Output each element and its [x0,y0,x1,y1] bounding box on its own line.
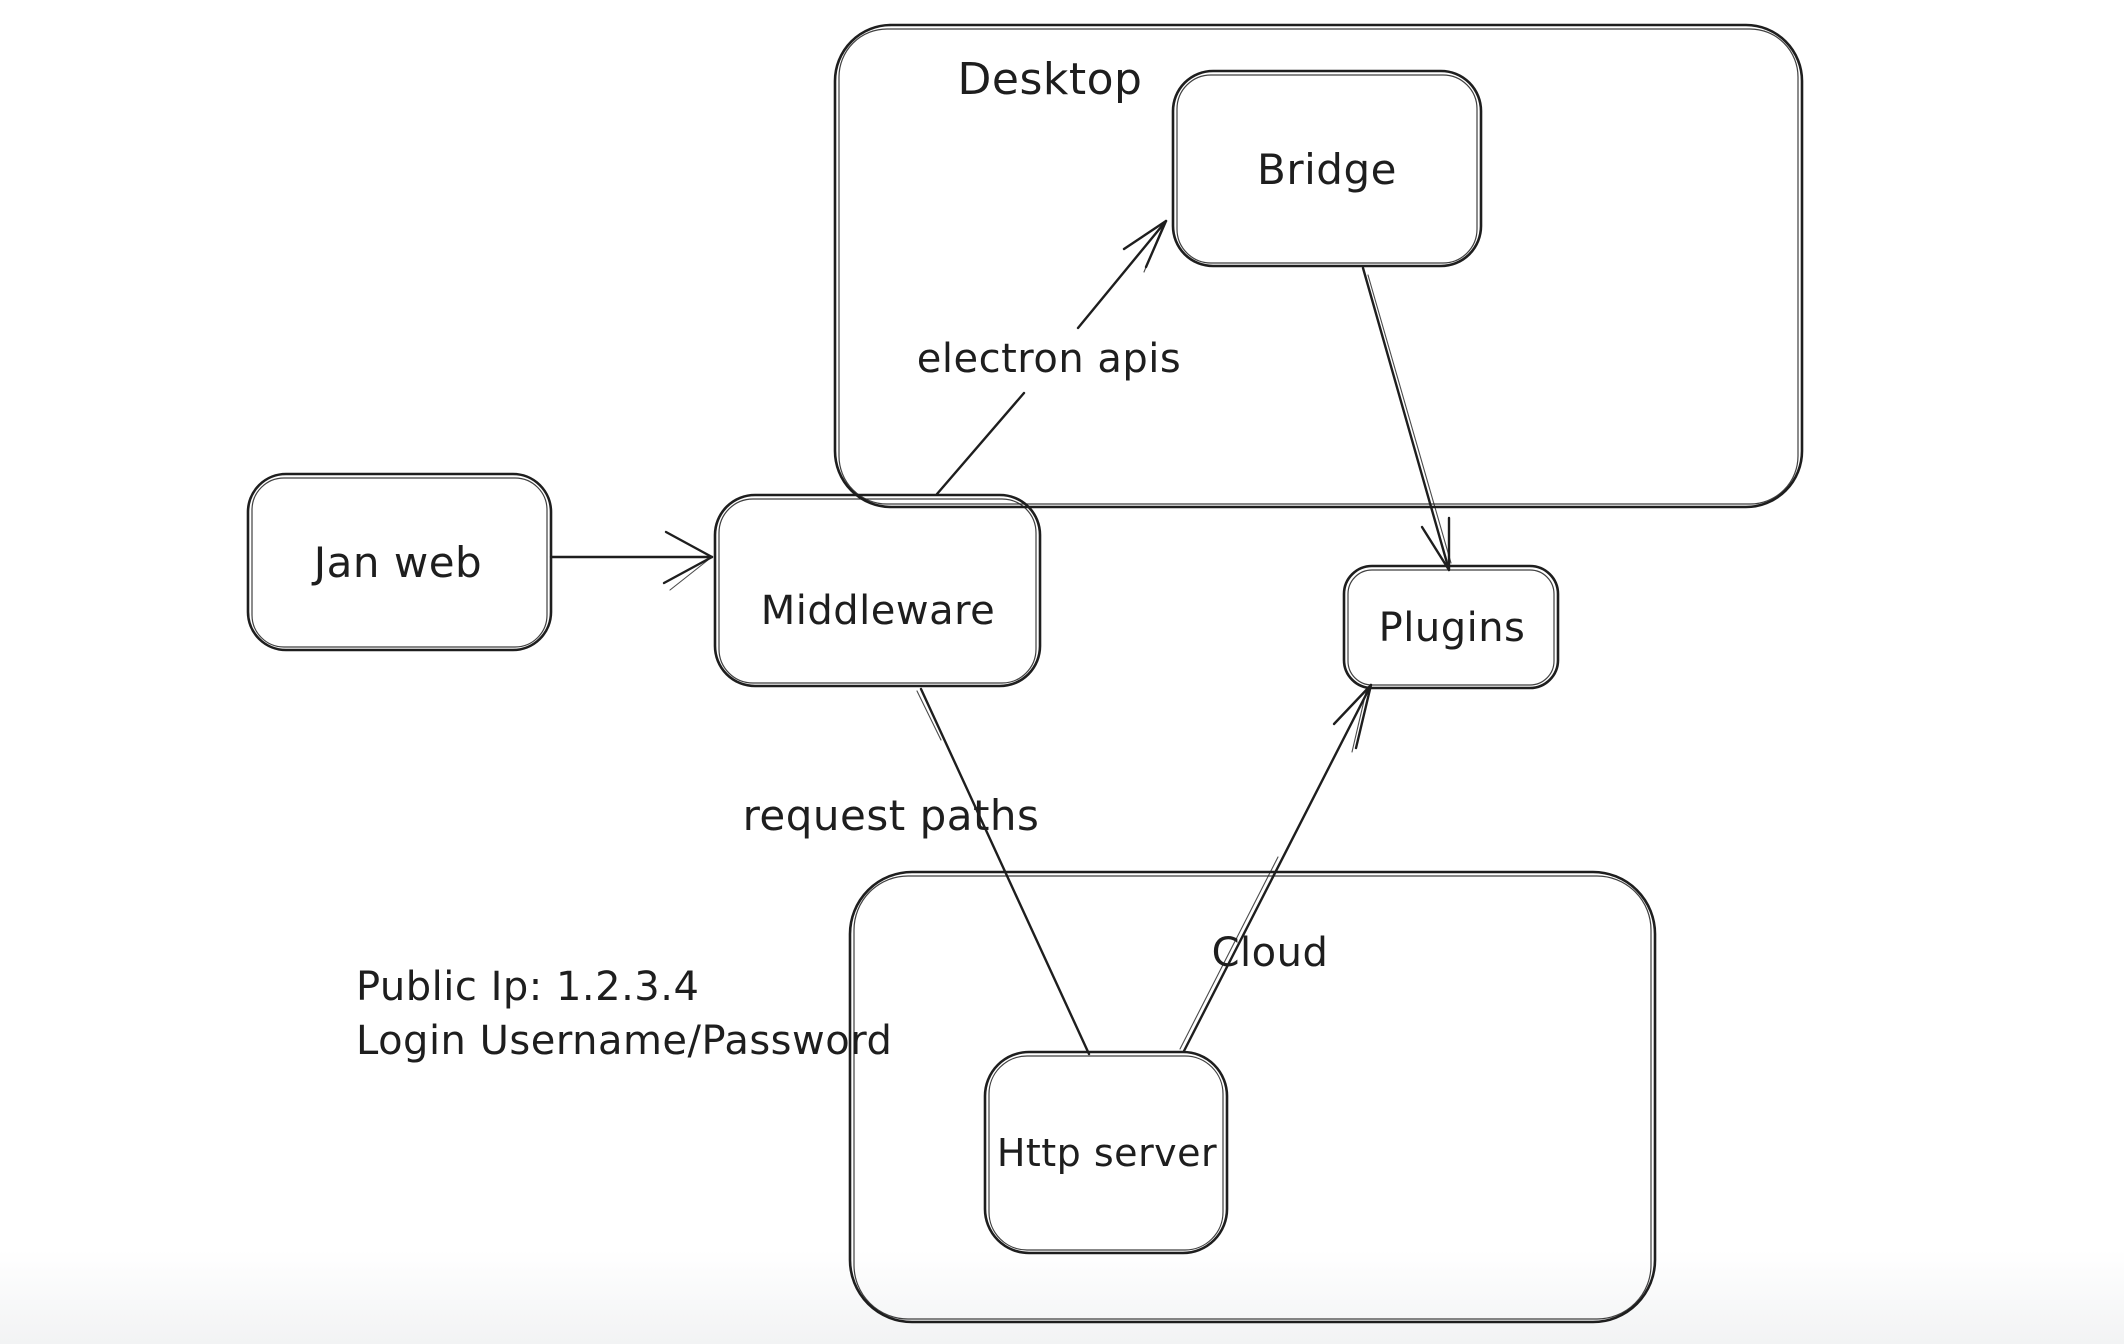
edge-middleware-httpserver[interactable]: request paths [743,687,1091,1056]
edge-middleware-bridge[interactable]: electron apis [917,219,1181,496]
middleware-label: Middleware [761,588,996,634]
edge-httpserver-plugins-line-sketch [1179,856,1279,1050]
edge-janweb-middleware-arrowhead [662,530,714,585]
container-cloud[interactable] [848,870,1657,1324]
edge-httpserver-plugins-arrowhead [1332,683,1373,750]
annotation-credentials[interactable]: Public Ip: 1.2.3.4 Login Username/Passwo… [356,964,892,1064]
bridge-box-sketch [1176,74,1478,264]
middleware-box [713,493,1042,688]
http-server-box [983,1050,1229,1255]
edge-httpserver-plugins[interactable] [1179,683,1373,1053]
edge-middleware-bridge-line [935,219,1168,496]
annotation-login: Login Username/Password [356,1018,892,1064]
cloud-box-outline [848,870,1657,1324]
edge-middleware-bridge-arrowhead-sketch [1143,227,1163,273]
http-server-box-sketch [988,1055,1224,1251]
middleware-box-sketch [718,498,1037,684]
edge-httpserver-plugins-arrowhead-sketch [1351,691,1367,753]
edge-bridge-plugins-arrowhead [1420,516,1451,572]
edge-label-electron-apis: electron apis [917,336,1181,382]
jan-web-box-sketch [251,477,548,648]
plugins-label: Plugins [1379,605,1526,651]
edge-middleware-httpserver-line [919,687,1091,1056]
edge-httpserver-plugins-line [1182,683,1373,1053]
node-jan-web[interactable]: Jan web [246,472,553,652]
node-plugins[interactable]: Plugins [1342,564,1560,690]
cloud-box-outline-sketch [853,875,1652,1320]
edge-label-request-paths: request paths [743,791,1040,840]
annotation-public-ip: Public Ip: 1.2.3.4 [356,964,699,1010]
http-server-label: Http server [997,1131,1217,1175]
node-middleware[interactable]: Middleware [713,493,1042,688]
jan-web-label: Jan web [311,538,482,587]
plugins-box-sketch [1347,569,1555,686]
desktop-box-outline [833,23,1804,509]
edge-bridge-plugins[interactable] [1361,266,1452,572]
edge-janweb-middleware[interactable] [549,530,714,591]
cloud-label: Cloud [1212,930,1329,976]
desktop-box-outline-sketch [838,28,1799,505]
edge-bridge-plugins-line-sketch [1367,274,1452,564]
desktop-label: Desktop [958,54,1143,105]
bridge-label: Bridge [1257,145,1397,194]
edge-middleware-httpserver-line-sketch [916,690,942,741]
container-desktop[interactable]: Desktop [833,23,1804,509]
jan-web-box [246,472,553,652]
bridge-box [1171,69,1483,268]
edge-bridge-plugins-line [1361,266,1451,572]
plugins-box [1342,564,1560,690]
node-http-server[interactable]: Http server [983,1050,1229,1255]
edge-janweb-middleware-arrowhead-sketch [669,559,709,591]
node-bridge[interactable]: Bridge [1171,69,1483,268]
